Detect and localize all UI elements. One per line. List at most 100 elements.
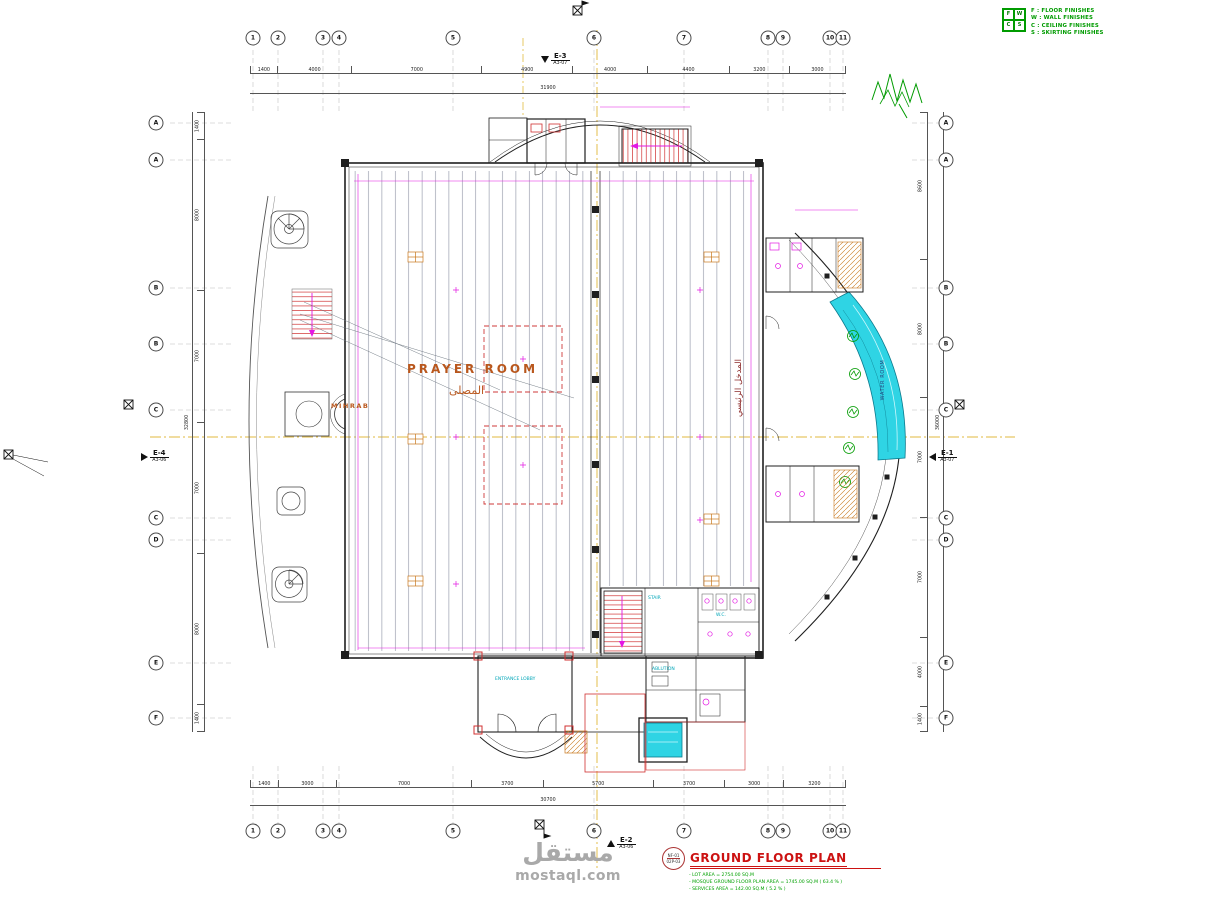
- south-pool: [643, 722, 683, 758]
- legend-item: W : WALL FINISHES: [1031, 15, 1094, 22]
- section-id: E-3: [551, 52, 570, 62]
- dim-segment: 4400: [646, 66, 729, 73]
- watermark: مستقل mostaql.com: [498, 838, 638, 884]
- mihrab-label: MIHRAB: [331, 402, 370, 410]
- grid-bubble-B: B: [148, 336, 164, 352]
- mihrab-niche: [284, 391, 346, 437]
- grid-bubble-4: 4: [331, 823, 347, 839]
- carpet-hatch-left: [352, 171, 588, 651]
- main-entrance-arabic-label: المدخل الرئيسي: [734, 359, 744, 417]
- section-arrow-icon: [541, 56, 549, 64]
- dim-segment: 7000: [351, 66, 481, 73]
- dim-segment: 1400: [196, 112, 204, 139]
- note-line: - SERVICES AREA = 142.00 SQ.M ( 5.2 % ): [689, 886, 786, 892]
- plants: [839, 330, 861, 488]
- grid-bubble-5: 5: [445, 30, 461, 46]
- finish-tags: [407, 251, 720, 587]
- dimension-total-bottom: 30700: [250, 796, 846, 806]
- section-id: E-4: [150, 449, 169, 459]
- section-id: E-1: [938, 449, 957, 459]
- setout-crosses: [453, 287, 703, 587]
- grid-bubble-C: C: [938, 510, 954, 526]
- grid-bubble-2: 2: [270, 823, 286, 839]
- section-arrow-icon: [607, 840, 615, 848]
- dim-segment: 4900: [481, 66, 572, 73]
- note-line: - MOSQUE GROUND FLOOR PLAN AREA = 1745.0…: [689, 879, 843, 885]
- drawing-number-bubble: NF-01 02P-03: [662, 847, 685, 870]
- elevator-shaft: [564, 730, 588, 754]
- grid-bubble-F: F: [938, 710, 954, 726]
- grid-bubble-7: 7: [676, 30, 692, 46]
- carpet-hatch-right: [601, 171, 756, 586]
- dimension-total-left: 32800: [183, 112, 193, 732]
- grid-bubble-11: 11: [835, 30, 851, 46]
- dim-segment: 3000: [277, 780, 336, 787]
- grid-bubble-8: 8: [760, 30, 776, 46]
- vestibule-fixtures: [530, 123, 561, 133]
- watermark-site: mostaql.com: [515, 868, 621, 884]
- grid-bubble-B: B: [148, 280, 164, 296]
- note-line: - LOT AREA = 2754.00 SQ.M: [689, 873, 754, 878]
- skylight-openings: [483, 325, 563, 505]
- grid-bubble-E: E: [938, 655, 954, 671]
- stair-label: STAIR: [648, 596, 661, 601]
- dim-total-value: 31900: [540, 86, 556, 91]
- drawing-ref-top: NF-01: [666, 852, 681, 859]
- grid-bubble-A: A: [938, 152, 954, 168]
- dim-segment: 5700: [542, 780, 653, 787]
- section-arrow-icon: [141, 452, 148, 461]
- wc-label: W.C.: [716, 613, 726, 618]
- entrance-lobby-label: ENTRANCE LOBBY: [495, 677, 536, 682]
- legend-key-S: S: [1014, 20, 1025, 31]
- dim-segment: 8600: [919, 112, 927, 259]
- grid-bubble-9: 9: [775, 30, 791, 46]
- section-cut-markers: [3, 0, 965, 839]
- legend-key-C: C: [1003, 20, 1014, 31]
- dim-segment: 4000: [276, 66, 352, 73]
- grid-bubble-E: E: [148, 655, 164, 671]
- grid-bubble-3: 3: [315, 823, 331, 839]
- grid-bubble-C: C: [148, 402, 164, 418]
- dim-segment: 3200: [728, 66, 789, 73]
- prayer-room-arabic-label: المصلى: [449, 384, 485, 397]
- dim-segment: 7000: [196, 289, 204, 422]
- grid-bubble-8: 8: [760, 823, 776, 839]
- dim-segment: 3700: [652, 780, 725, 787]
- grid-bubble-D: D: [938, 532, 954, 548]
- section-sheet: A3-07: [553, 61, 568, 67]
- water-room-label: WATER ROOM: [880, 359, 886, 401]
- section-sheet: A3-06: [152, 458, 167, 464]
- legend-item: F : FLOOR FINISHES: [1031, 8, 1095, 14]
- water-feature: [829, 291, 906, 461]
- watermark-arabic: مستقل: [522, 838, 614, 867]
- legend-item: S : SKIRTING FINISHES: [1031, 29, 1104, 36]
- site-boundary: [248, 195, 276, 649]
- grid-bubble-6: 6: [586, 30, 602, 46]
- grid-bubble-C: C: [938, 402, 954, 418]
- section-sheet: A3-07: [940, 458, 955, 464]
- grid-bubble-A: A: [148, 115, 164, 131]
- dim-segment: 7000: [196, 421, 204, 554]
- dim-segment: 1400: [919, 706, 927, 732]
- dim-segment: 7000: [919, 396, 927, 517]
- legend-key-W: W: [1014, 9, 1025, 20]
- dim-segment: 3200: [782, 780, 846, 787]
- east-fixtures: [769, 242, 805, 497]
- ablution-label: ABLUTION: [652, 667, 675, 672]
- grid-bubble-1: 1: [245, 30, 261, 46]
- dim-total-value: 36000: [936, 414, 942, 430]
- grid-bubble-3: 3: [315, 30, 331, 46]
- dim-segment: 3000: [788, 66, 847, 73]
- leader-lines: [299, 301, 575, 431]
- section-arrow-icon: [929, 452, 936, 461]
- dim-segment: 8000: [919, 259, 927, 396]
